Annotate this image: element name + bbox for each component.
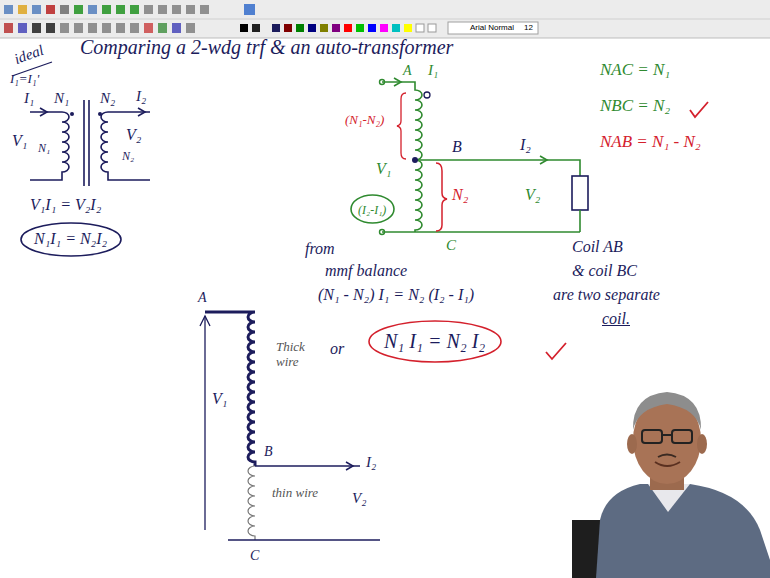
handwritten-label: I₂ <box>136 88 146 105</box>
handwritten-label: I₂ <box>520 136 531 154</box>
handwritten-label: Thick wire <box>276 340 324 370</box>
oval-text: N₁ I₁ = N₂ I₂ <box>384 330 485 353</box>
handwritten-label: I₁=I₁' <box>10 72 39 87</box>
handwritten-label: (N₁ - N₂) I₁ = N₂ (I₂ - I₁) <box>318 286 474 304</box>
handwritten-label: NAC = N₁ <box>600 60 670 80</box>
check-mark <box>546 343 566 359</box>
handwritten-label: N₂ <box>122 150 134 164</box>
winding-brace <box>397 93 406 159</box>
two-winding-transformer <box>30 100 150 186</box>
oval-equation: N₁I₁ = N₂I₂ <box>20 222 121 256</box>
handwritten-label: N₂ <box>452 186 468 204</box>
handwritten-label: thin wire <box>272 486 318 501</box>
handwritten-label: & coil BC <box>572 262 637 280</box>
handwritten-label: coil. <box>602 310 630 328</box>
handwritten-label: ideal <box>12 42 46 68</box>
handwritten-label: B <box>452 138 462 156</box>
handwritten-label: A <box>403 63 412 79</box>
color-palette <box>240 22 538 34</box>
handwritten-label: I₂ <box>366 454 376 471</box>
handwritten-label: V₁ <box>12 132 27 150</box>
slide-title: Comparing a 2-wdg trf & an auto-transfor… <box>80 36 453 59</box>
oval-text: (I₂-I₁) <box>358 204 386 218</box>
handwritten-label: NAB = N₁ - N₂ <box>600 132 701 152</box>
handwritten-label: I₁ <box>24 90 34 107</box>
handwritten-label: N₁ <box>54 90 69 107</box>
oval-equation: N₁ I₁ = N₂ I₂ <box>368 320 501 363</box>
winding-sketch <box>200 312 380 540</box>
handwritten-label: Arial Normal <box>470 23 514 32</box>
handwritten-label: V₂ <box>126 126 141 144</box>
winding-brace <box>436 163 447 231</box>
handwritten-label: NBC = N₂ <box>600 96 670 116</box>
handwritten-label: V₁I₁ = V₂I₂ <box>30 196 101 214</box>
handwritten-label: Coil AB <box>572 238 623 256</box>
handwritten-label: A <box>198 290 207 306</box>
handwritten-label: (N₁-N₂) <box>345 113 384 128</box>
handwritten-label: C <box>446 237 456 254</box>
presenter-photo <box>572 392 770 578</box>
handwritten-label: V₂ <box>525 186 540 204</box>
handwritten-label: are two separate <box>553 286 660 304</box>
handwritten-label: C <box>250 548 259 564</box>
handwritten-label: mmf balance <box>325 262 407 280</box>
handwritten-label: V₁ <box>212 390 227 408</box>
handwritten-label: V₁ <box>376 160 391 178</box>
check-mark <box>690 102 708 117</box>
oval-equation: (I₂-I₁) <box>350 194 394 224</box>
handwritten-label: B <box>264 444 273 460</box>
handwritten-label: I₁ <box>428 62 438 79</box>
oval-text: N₁I₁ = N₂I₂ <box>34 230 107 248</box>
handwritten-label: from <box>305 240 335 258</box>
handwritten-label: or <box>330 340 344 358</box>
auto-transformer <box>382 78 588 232</box>
handwritten-label: 12 <box>524 23 533 32</box>
toolbar <box>0 0 770 38</box>
handwritten-label: V₂ <box>352 490 366 507</box>
handwritten-label: N₂ <box>100 90 115 107</box>
toolbar-icons <box>4 4 255 33</box>
handwritten-label: N₁ <box>38 142 50 156</box>
